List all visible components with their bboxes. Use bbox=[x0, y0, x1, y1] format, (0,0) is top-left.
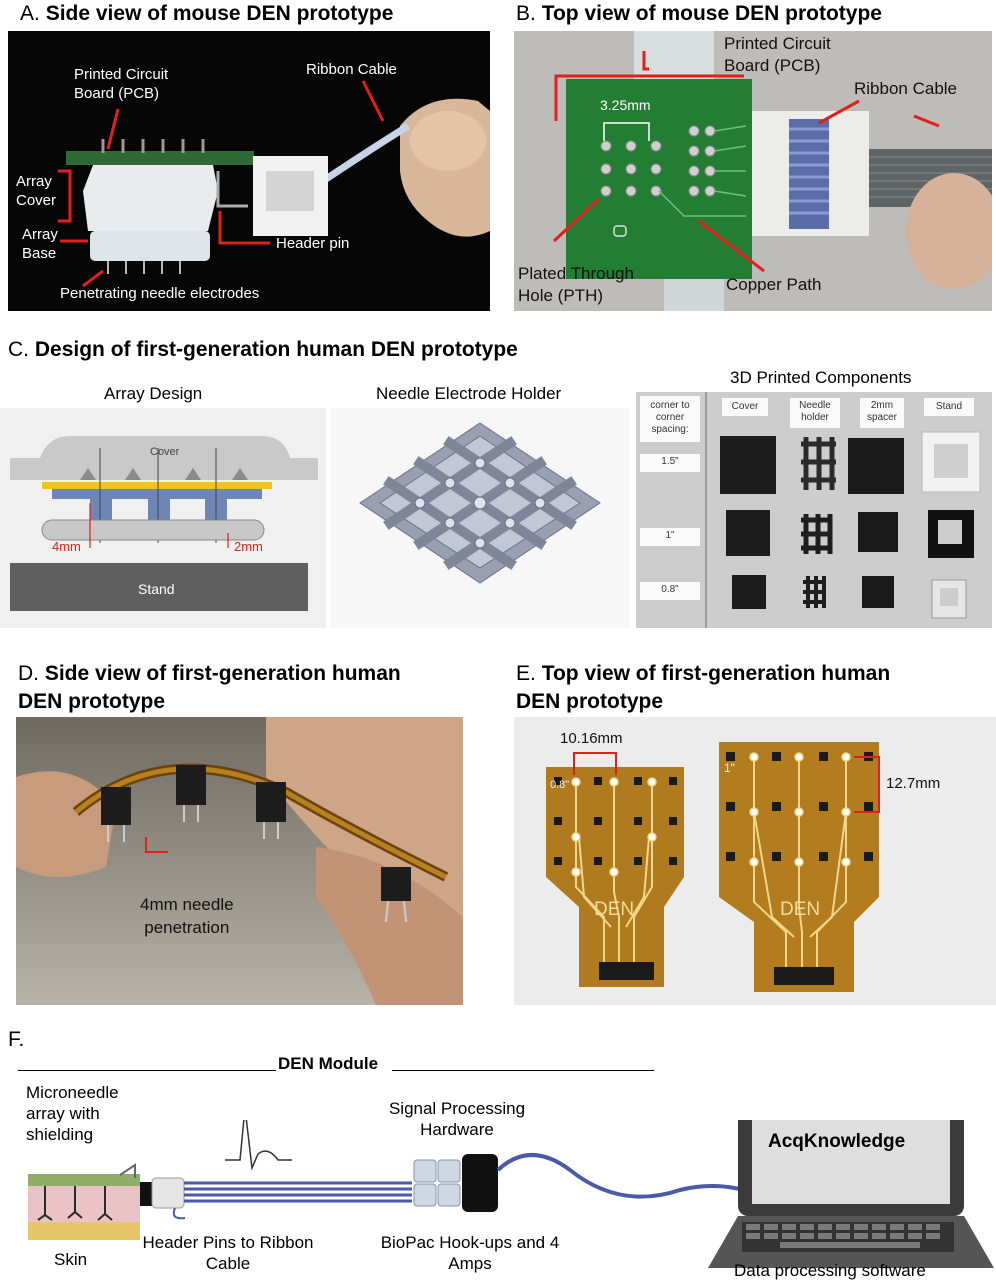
array-design-title: Array Design bbox=[104, 384, 203, 403]
mouse-den-side-illustration bbox=[8, 31, 490, 311]
row-label-1: 1.5" bbox=[661, 456, 679, 467]
dim-10-16mm: 10.16mm bbox=[560, 730, 623, 747]
panel-b-title: B. Top view of mouse DEN prototype bbox=[516, 2, 882, 25]
col-spacer: 2mm spacer bbox=[866, 400, 897, 423]
panel-d-title: D. Side view of first-generation human D… bbox=[18, 662, 401, 713]
label-header-pin: Header pin bbox=[276, 235, 350, 252]
label-stand: Stand bbox=[138, 581, 175, 597]
corner-spacing-label: corner to corner spacing: bbox=[650, 400, 690, 435]
den-brand-left: DEN bbox=[594, 899, 635, 920]
header-pins-label: Header Pins to Ribbon Cable bbox=[142, 1233, 314, 1273]
row-label-3: 0.8" bbox=[661, 584, 679, 595]
needle-holder-render bbox=[330, 408, 630, 628]
array-design-diagram: Cover 4mm 2mm Stand bbox=[0, 408, 326, 628]
board-size-08: 0.8" bbox=[550, 779, 570, 791]
label-spacing: 3.25mm bbox=[600, 97, 651, 113]
label-ribbon-b: Ribbon Cable bbox=[854, 79, 958, 98]
label-array-cover: Array Cover bbox=[16, 173, 57, 209]
label-needles: Penetrating needle electrodes bbox=[60, 285, 260, 302]
panel-c-title: C. Design of first-generation human DEN … bbox=[8, 338, 518, 361]
label-pcb: Printed Circuit Board (PCB) bbox=[74, 66, 169, 102]
acqknowledge-label: AcqKnowledge bbox=[768, 1131, 906, 1152]
label-pcb-b: Printed Circuit Board (PCB) bbox=[724, 34, 831, 75]
label-ribbon: Ribbon Cable bbox=[306, 61, 397, 78]
panel-e-title: E. Top view of first-generation human DE… bbox=[516, 662, 891, 713]
printed-components-photo: corner to corner spacing: Cover Needle h… bbox=[636, 392, 992, 628]
panel-d-photo: 4mm needle penetration bbox=[16, 717, 463, 1005]
col-stand: Stand bbox=[935, 401, 963, 412]
board-size-1: 1" bbox=[724, 761, 735, 775]
label-2mm: 2mm bbox=[234, 539, 263, 554]
mouse-den-top-illustration bbox=[514, 31, 992, 311]
panel-a-title: A. Side view of mouse DEN prototype bbox=[20, 2, 394, 25]
label-pth: Plated Through Hole (PTH) bbox=[518, 264, 634, 305]
panel-f-title: F. bbox=[8, 1028, 25, 1051]
den-module-label: DEN Module bbox=[278, 1054, 379, 1073]
printed-title: 3D Printed Components bbox=[730, 368, 912, 387]
den-module-line-right bbox=[392, 1070, 654, 1071]
data-processing-label: Data processing software bbox=[734, 1261, 926, 1280]
label-cover-c: Cover bbox=[150, 446, 180, 458]
col-cover: Cover bbox=[731, 401, 759, 412]
panel-a-photo: Printed Circuit Board (PCB) Ribbon Cable… bbox=[8, 31, 490, 311]
needle-penetration-label: 4mm needle penetration bbox=[140, 895, 234, 937]
row-label-2: 1" bbox=[665, 530, 675, 541]
label-array-base: Array Base bbox=[22, 226, 58, 262]
den-module-line-left bbox=[18, 1070, 276, 1071]
holder-title: Needle Electrode Holder bbox=[376, 384, 562, 403]
label-4mm: 4mm bbox=[52, 539, 81, 554]
label-copper: Copper Path bbox=[726, 275, 822, 294]
den-module-diagram bbox=[28, 1120, 994, 1268]
dim-12-7mm: 12.7mm bbox=[886, 775, 941, 792]
panel-b-photo: Printed Circuit Board (PCB) Ribbon Cable… bbox=[514, 31, 992, 311]
den-brand-right: DEN bbox=[780, 899, 821, 920]
skin-label: Skin bbox=[54, 1250, 88, 1269]
signal-processing-label: Signal Processing Hardware bbox=[388, 1099, 526, 1139]
microneedle-label: Microneedle array with shielding bbox=[26, 1083, 119, 1144]
col-needle-holder: Needle holder bbox=[799, 400, 831, 423]
panel-e-photo: 10.16mm 12.7mm 0.8" 1" DEN DEN bbox=[514, 717, 996, 1005]
biopac-label: BioPac Hook-ups and 4 Amps bbox=[380, 1233, 560, 1273]
